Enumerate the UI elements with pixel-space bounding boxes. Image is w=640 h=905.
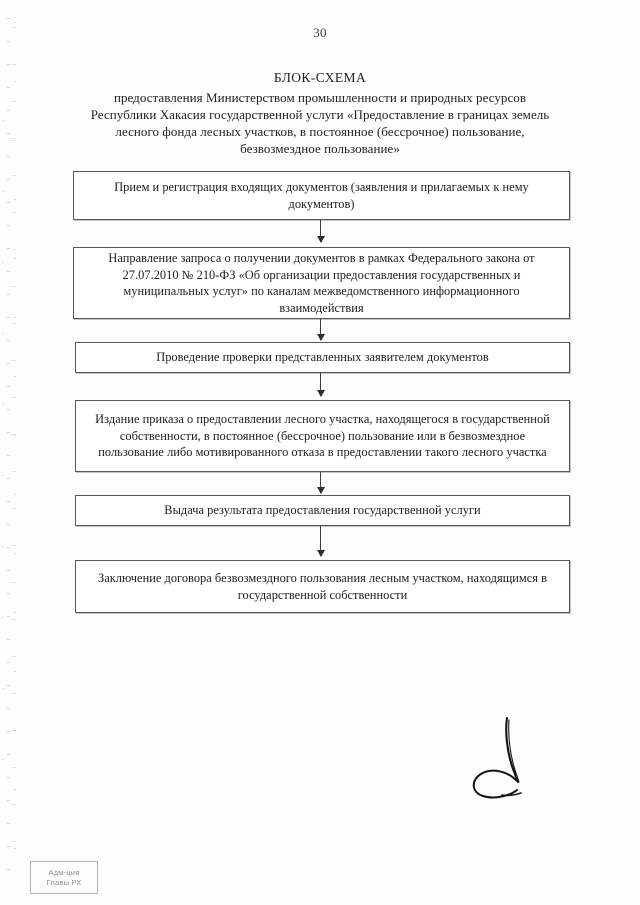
flowchart-node-4: Издание приказа о предоставлении лесного…: [75, 400, 570, 472]
document-heading: БЛОК-СХЕМА: [273, 70, 367, 85]
flowchart-node-6-label: Заключение договора безвозмездного польз…: [98, 571, 547, 602]
title-line-2: Республики Хакасия государственной услуг…: [90, 107, 550, 122]
flowchart-node-4-label: Издание приказа о предоставлении лесного…: [95, 412, 550, 460]
flowchart-node-3-label: Проведение проверки представленных заяви…: [156, 350, 489, 365]
stamp-line-1: Адм-ция: [48, 867, 80, 877]
flowchart-node-6: Заключение договора безвозмездного польз…: [75, 560, 570, 613]
flowchart-arrow-4-5: [316, 472, 325, 494]
title-line-3: лесного фонда лесных участков, в постоян…: [115, 124, 525, 139]
flowchart-node-3: Проведение проверки представленных заяви…: [75, 342, 570, 373]
flowchart-arrow-1-2: [316, 220, 325, 243]
flowchart-node-5: Выдача результата предоставления государ…: [75, 495, 570, 526]
flowchart-arrow-5-6: [316, 526, 325, 557]
flowchart-arrow-3-4: [316, 373, 325, 397]
page-number: 30: [313, 25, 327, 40]
title-line-1: предоставления Министерством промышленно…: [113, 90, 527, 105]
scan-noise-left-margin: [6, 18, 18, 878]
flowchart-node-5-label: Выдача результата предоставления государ…: [164, 503, 481, 518]
stamp-line-2: Главы РХ: [46, 877, 82, 887]
title-block: БЛОК-СХЕМА предоставления Министерством …: [70, 70, 570, 157]
flowchart-arrow-2-3: [316, 319, 325, 341]
flowchart-node-2: Направление запроса о получении документ…: [73, 247, 570, 319]
handwritten-signature: [472, 716, 522, 799]
official-stamp: Адм-ция Главы РХ: [30, 861, 98, 894]
flowchart-node-1: Прием и регистрация входящих документов …: [73, 171, 570, 220]
title-line-4: безвозмездное пользование»: [240, 141, 400, 156]
flowchart-node-2-label: Направление запроса о получении документ…: [108, 251, 535, 315]
scan-noise-left-edge: [2, 120, 8, 820]
flowchart-node-1-label: Прием и регистрация входящих документов …: [114, 180, 529, 211]
